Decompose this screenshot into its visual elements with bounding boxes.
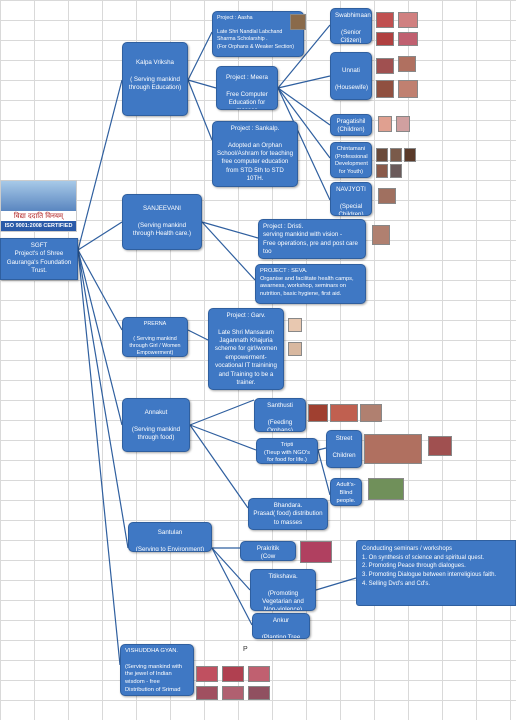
logo-banner-image	[1, 181, 76, 211]
photo-santhusti-1	[308, 404, 328, 422]
photo-garv-2	[288, 342, 302, 356]
photo-swabhimaan-2	[398, 12, 418, 28]
photo-chintamani-1	[376, 148, 388, 162]
photo-unnati-3	[376, 80, 394, 98]
project-santhusti: Santhusti (Feeding Orphans)	[254, 398, 306, 432]
branch-vishuddha-gyan: VISHUDDHA GYAN. (Serving mankind with th…	[120, 644, 194, 696]
photo-swabhimaan-4	[398, 32, 418, 46]
subnode-navjyoti: NAVJYOTI (Special Children)	[330, 182, 372, 216]
photo-chintamani-3	[404, 148, 416, 162]
seminar-panel: Conducting seminars / workshops 1. On sy…	[356, 540, 516, 606]
project-seva: PROJECT : SEVA. Organise and facilitate …	[255, 264, 366, 304]
subnode-unnati: Unnati (Housewife)	[330, 52, 372, 100]
photo-chintamani-2	[390, 148, 402, 162]
photo-pragatishil-2	[396, 116, 410, 132]
subnode-swabhimaan: Swabhimaan (Senior Citizen)	[330, 8, 372, 44]
project-prakritik: Prakritik (Cow Protection)	[240, 541, 296, 561]
photo-gita-2	[222, 666, 244, 682]
project-garv: Project : Garv. Late Shri Mansaram Jagan…	[208, 308, 284, 390]
project-ankur: Ankur (Planting Tree Sapling)	[252, 613, 310, 639]
photo-swabhimaan-1	[376, 12, 394, 28]
root-node-sgft: SGFT Project's of Shree Gauranga's Found…	[0, 238, 78, 280]
sgft-logo: विद्या ददाति विनयम् ISO 9001:2008 CERTIF…	[0, 180, 77, 232]
photo-adults-blind	[368, 478, 404, 500]
logo-tagline: विद्या ददाति विनयम्	[13, 212, 64, 220]
photo-santhusti-2	[330, 404, 358, 422]
photo-chintamani-5	[390, 164, 402, 178]
branch-sanjeevani: SANJEEVANI (Serving mankind through Heal…	[122, 194, 202, 250]
branch-kalpa-vriksha: Kalpa Vriksha ( Serving mankind through …	[122, 42, 188, 116]
photo-dristi	[372, 225, 390, 245]
project-dristi: Project : Dristi. serving mankind with v…	[258, 219, 366, 259]
photo-unnati-2	[398, 56, 416, 72]
subnode-street-children: Street Children	[326, 430, 362, 468]
branch-santulan: Santulan (Serving to Environment)	[128, 522, 212, 552]
project-bhandara: Bhandara. Prasad( food) distribution to …	[248, 498, 328, 530]
project-aasha: Project : Aasha Late Shri Nandlal Labcha…	[212, 11, 304, 57]
photo-santhusti-3	[360, 404, 382, 422]
subnode-chintamani: Chintamani (Professional Development for…	[330, 142, 372, 178]
photo-aasha	[290, 14, 306, 30]
subnode-adults-blind: Adult's- Blind people.	[330, 478, 362, 506]
project-tripti: Tripti (Tieup with NGO's for food for li…	[256, 438, 318, 464]
photo-unnati-4	[398, 80, 418, 98]
photo-prakritik	[300, 541, 332, 563]
stray-text: P	[243, 646, 248, 653]
project-titikshava: Titikshava. (Promoting Vegetarian and No…	[250, 569, 316, 611]
project-sankalp: Project : Sankalp. Adopted an Orphan Sch…	[212, 121, 298, 187]
subnode-pragatishil: Pragatishil (Children)	[330, 114, 372, 136]
photo-gita-3	[248, 666, 270, 682]
photo-chintamani-4	[376, 164, 388, 178]
photo-gita-6	[248, 686, 270, 700]
project-meera: Project : Meera Free Computer Education …	[216, 66, 278, 110]
photo-gita-4	[196, 686, 218, 700]
photo-gita-5	[222, 686, 244, 700]
photo-swabhimaan-3	[376, 32, 394, 46]
photo-navjyoti	[378, 188, 396, 204]
branch-prerna: PRERNA ( Serving mankind through Girl / …	[122, 317, 188, 357]
photo-garv-1	[288, 318, 302, 332]
logo-iso-badge: ISO 9001:2008 CERTIFIED	[1, 221, 76, 231]
photo-gita-1	[196, 666, 218, 682]
photo-unnati-1	[376, 58, 394, 74]
photo-street-children	[364, 434, 422, 464]
photo-street-children-2	[428, 436, 452, 456]
photo-pragatishil-1	[378, 116, 392, 132]
branch-annakut: Annakut (Serving mankind through food)	[122, 398, 190, 452]
